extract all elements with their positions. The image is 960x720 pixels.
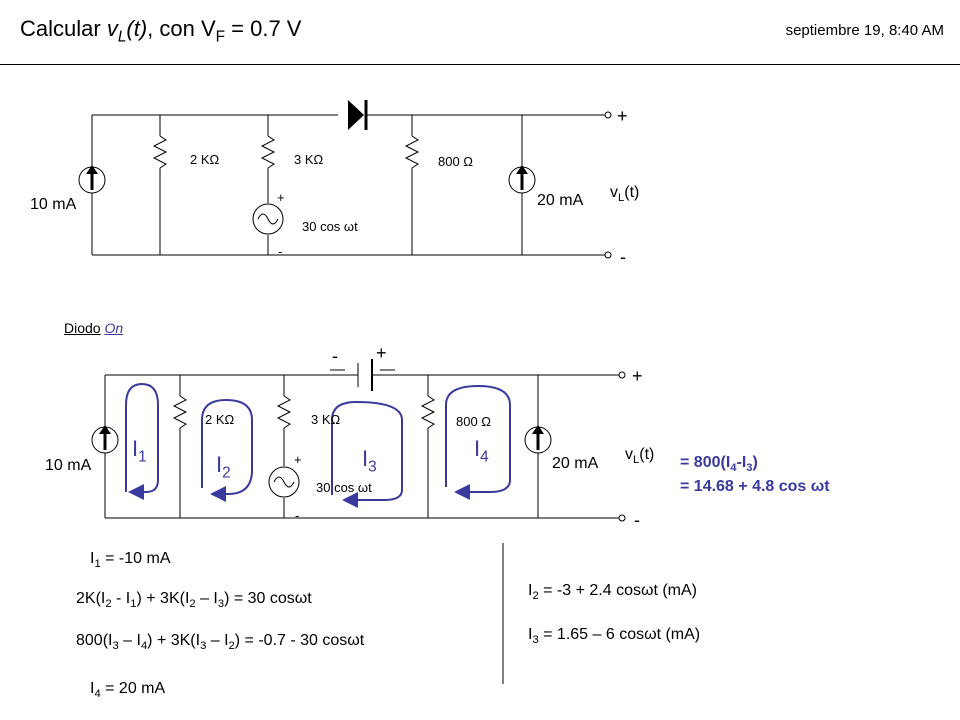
battery-plus: +: [376, 343, 387, 363]
vl-result-formula: = 800(I4-I3): [680, 454, 758, 475]
current-source-right-2: [524, 425, 552, 454]
equation-mesh-3: 800(I3 – I4) + 3K(I3 – I2) = -0.7 - 30 c…: [76, 632, 365, 653]
vl-label-1: vL(t): [610, 184, 640, 205]
ac-source-label-2: 30 cos ωt: [316, 480, 372, 495]
source-right-label-1: 20 mA: [537, 192, 584, 209]
mesh-loops: [125, 382, 511, 508]
ac-source-minus-2: -: [295, 508, 300, 523]
loop-label-2: I2: [216, 452, 231, 482]
current-source-left-1: [78, 165, 106, 194]
battery-minus: -: [332, 346, 338, 366]
resistor-2k-label-1: 2 KΩ: [190, 152, 220, 167]
output-plus-2: +: [632, 366, 643, 386]
loop-label-1: I1: [132, 436, 147, 466]
ac-source-2: [268, 466, 300, 498]
source-right-label-2: 20 mA: [552, 455, 599, 472]
resistor-800-label-2: 800 Ω: [456, 414, 492, 429]
equation-mesh-2: 2K(I2 - I1) + 3K(I2 – I3) = 30 cosωt: [76, 590, 312, 611]
diode-symbol: [348, 100, 368, 130]
ac-source-1: [252, 203, 284, 235]
timestamp: septiembre 19, 8:40 AM: [785, 22, 944, 39]
solution-i3: I3 = 1.65 – 6 cosωt (mA): [528, 626, 701, 647]
loop-label-4: I4: [474, 436, 489, 466]
output-minus-2: -: [634, 510, 640, 530]
loop-3-arrow: [331, 400, 403, 508]
ac-source-minus-1: -: [278, 244, 283, 259]
equation-i1: I1 = -10 mA: [90, 550, 171, 571]
resistor-800-label-1: 800 Ω: [438, 154, 474, 169]
loop-4-arrow: [445, 384, 511, 500]
resistor-2k-label-2: 2 KΩ: [205, 412, 235, 427]
equation-i4: I4 = 20 mA: [90, 680, 166, 701]
vl-label-2: vL(t): [625, 446, 655, 467]
output-plus-1: +: [617, 106, 628, 126]
ac-source-plus-1: +: [277, 190, 285, 205]
solution-i2: I2 = -3 + 2.4 cosωt (mA): [528, 582, 698, 603]
diode-on-heading: Diodo On: [64, 320, 124, 336]
header-divider: [0, 64, 960, 65]
vl-result-value: = 14.68 + 4.8 cos ωt: [680, 478, 830, 495]
resistor-3k-label-1: 3 KΩ: [294, 152, 324, 167]
page-title: Calcular vL(t), con VF = 0.7 V: [20, 16, 302, 46]
loop-label-3: I3: [362, 446, 377, 476]
current-source-left-2: [91, 425, 119, 454]
source-left-label-1: 10 mA: [30, 196, 77, 213]
battery-symbol: [330, 359, 395, 391]
loop-1-arrow: [125, 382, 159, 500]
output-minus-1: -: [620, 247, 626, 267]
ac-source-plus-2: +: [294, 452, 302, 467]
ac-source-label-1: 30 cos ωt: [302, 219, 358, 234]
loop-2-arrow: [201, 398, 253, 502]
resistor-3k-label-2: 3 KΩ: [311, 412, 341, 427]
current-source-right-1: [508, 165, 536, 194]
source-left-label-2: 10 mA: [45, 457, 92, 474]
